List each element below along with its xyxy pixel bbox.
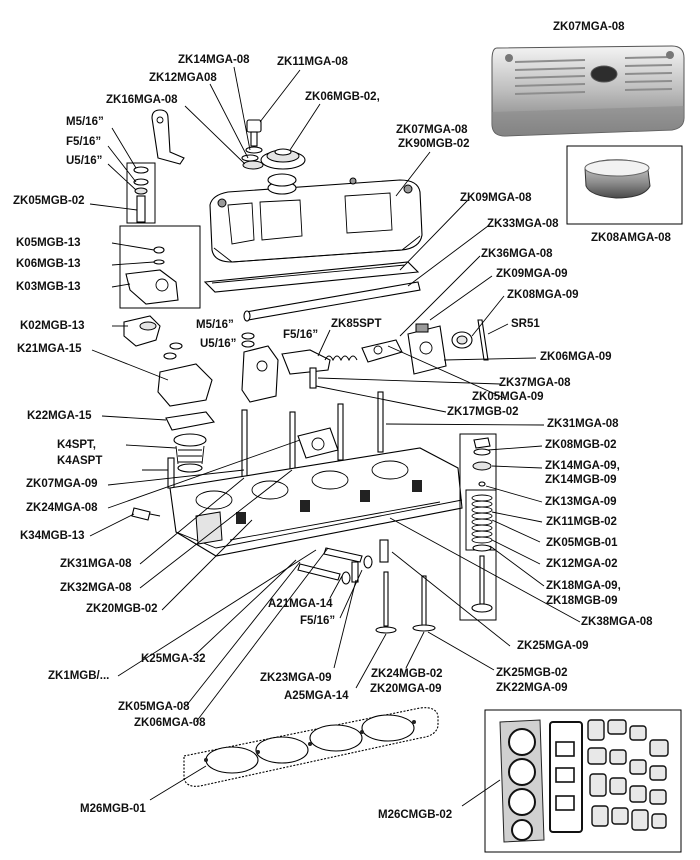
label-f5-16-low: F5/16” — [300, 615, 336, 627]
rocker-cover-drawing — [209, 173, 423, 263]
label-zk07mga09: ZK07MGA-09 — [26, 478, 98, 490]
oil-filler-cap-drawing — [260, 148, 306, 170]
label-zk09mga08: ZK09MGA-08 — [460, 192, 532, 204]
label-zk14mga08: ZK14MGA-08 — [178, 54, 250, 66]
label-zk24mgb02: ZK24MGB-02 — [371, 668, 443, 680]
water-outlet-elbow — [123, 315, 161, 347]
cover-bolt-washers — [241, 119, 264, 170]
spark-plug-left — [131, 507, 161, 521]
label-zk08amga08: ZK08AMGA-08 — [591, 232, 671, 244]
label-k34mgb13: K34MGB-13 — [20, 530, 85, 542]
label-zk18mga09: ZK18MGA-09, — [546, 580, 621, 592]
label-m5-16-mid: M5/16” — [196, 319, 234, 331]
valve-spring-assembly — [471, 437, 493, 613]
label-zk36mga08: ZK36MGA-08 — [481, 248, 553, 260]
label-zk06mga09: ZK06MGA-09 — [540, 351, 612, 363]
label-zk18mgb09: ZK18MGB-09 — [546, 595, 618, 607]
label-sr51: SR51 — [511, 318, 540, 330]
label-k05mgb13: K05MGB-13 — [16, 237, 81, 249]
label-zk23mga09: ZK23MGA-09 — [260, 672, 332, 684]
thermostat-group-frame — [119, 225, 201, 309]
label-zk09mga09: ZK09MGA-09 — [496, 268, 568, 280]
label-k25mga32: K25MGA-32 — [141, 653, 206, 665]
label-zk08mgb02: ZK08MGB-02 — [545, 439, 617, 451]
head-gasket — [183, 707, 439, 787]
rocker-arm-and-pedestal — [241, 332, 403, 403]
label-zk06mgb02: ZK06MGB-02, — [305, 91, 380, 103]
label-zk33mga08: ZK33MGA-08 — [487, 218, 559, 230]
label-zk20mgb02: ZK20MGB-02 — [86, 603, 158, 615]
label-k02mgb13: K02MGB-13 — [20, 320, 85, 332]
label-zk20mga09: ZK20MGA-09 — [370, 683, 442, 695]
manifold-stud-nut — [297, 547, 373, 585]
label-m26mgb01: M26MGB-01 — [80, 803, 146, 815]
label-zk16mga08: ZK16MGA-08 — [106, 94, 178, 106]
label-zk05mga08: ZK05MGA-08 — [118, 701, 190, 713]
label-zk25mga09: ZK25MGA-09 — [517, 640, 589, 652]
label-k21mga15: K21MGA-15 — [17, 343, 82, 355]
rocker-shaft — [243, 281, 421, 322]
stud-group-frame — [126, 162, 156, 224]
label-k03mgb13: K03MGB-13 — [16, 281, 81, 293]
alloy-rocker-cover-photo — [491, 45, 685, 137]
label-zk11mgb02: ZK11MGB-02 — [546, 516, 617, 528]
gasket-set-frame — [484, 709, 682, 853]
label-zk14mgb09: ZK14MGB-09 — [545, 474, 617, 486]
label-f5-16-mid: F5/16” — [283, 329, 319, 341]
label-zk37mga08: ZK37MGA-08 — [499, 377, 571, 389]
cylinder-head-drawing — [169, 427, 463, 557]
gasket-set-photo — [499, 719, 669, 843]
label-zk05mgb01: ZK05MGB-01 — [546, 537, 618, 549]
label-u5-16-top: U5/16” — [66, 155, 103, 167]
label-zk85spt: ZK85SPT — [331, 318, 382, 330]
label-f5-16-top: F5/16” — [66, 136, 102, 148]
label-a21mga14: A21MGA-14 — [268, 598, 333, 610]
label-zk22mga09: ZK22MGA-09 — [496, 682, 568, 694]
label-zk11mga08: ZK11MGA-08 — [277, 56, 348, 68]
label-zk90mgb02: ZK90MGB-02 — [398, 138, 470, 150]
oil-cap-photo-frame — [566, 145, 683, 225]
oil-cap-photo — [584, 159, 651, 199]
label-u5-16-mid: U5/16” — [200, 338, 237, 350]
label-zk14mga09: ZK14MGA-09, — [545, 460, 620, 472]
studs-left — [167, 457, 175, 489]
label-zk13mga09: ZK13MGA-09 — [545, 496, 617, 508]
thermostat-housing — [157, 342, 213, 407]
label-k06mgb13: K06MGB-13 — [16, 258, 81, 270]
label-zk1mgb: ZK1MGB/... — [48, 670, 110, 682]
label-k22mga15: K22MGA-15 — [27, 410, 92, 422]
label-zk12mga08: ZK12MGA08 — [149, 72, 217, 84]
label-a25mga14: A25MGA-14 — [284, 690, 349, 702]
label-zk06mga08: ZK06MGA-08 — [134, 717, 206, 729]
thermostat — [173, 433, 207, 473]
label-k4spt: K4SPT, — [57, 439, 96, 451]
label-zk12mga02: ZK12MGA-02 — [546, 558, 618, 570]
thermostat-gasket — [165, 411, 215, 431]
temp-sender-housing — [125, 246, 179, 305]
leader-lines — [89, 66, 581, 807]
label-zk07mga08-mid: ZK07MGA-08 — [396, 124, 468, 136]
label-m5-16-top: M5/16” — [66, 116, 104, 128]
label-zk32mga08: ZK32MGA-08 — [60, 582, 132, 594]
rocker-cover-gasket — [203, 261, 420, 293]
valves-and-guides — [351, 539, 436, 634]
label-m26cmgb02: M26CMGB-02 — [378, 809, 453, 821]
label-zk24mga08: ZK24MGA-08 — [26, 502, 98, 514]
lifting-bracket — [126, 109, 185, 224]
label-zk05mgb02: ZK05MGB-02 — [13, 195, 85, 207]
label-zk25mgb02: ZK25MGB-02 — [496, 667, 568, 679]
rocker-pedestal-right — [407, 319, 489, 375]
label-zk17mgb02: ZK17MGB-02 — [447, 406, 519, 418]
label-zk31mga08-right: ZK31MGA-08 — [547, 418, 619, 430]
label-zk31mga08-left: ZK31MGA-08 — [60, 558, 132, 570]
label-zk05mga09: ZK05MGA-09 — [472, 391, 544, 403]
label-zk38mga08: ZK38MGA-08 — [581, 616, 653, 628]
label-zk07mga08-top: ZK07MGA-08 — [553, 21, 625, 33]
label-zk08mga09: ZK08MGA-09 — [507, 289, 579, 301]
label-k4aspt: K4ASPT — [57, 455, 103, 467]
